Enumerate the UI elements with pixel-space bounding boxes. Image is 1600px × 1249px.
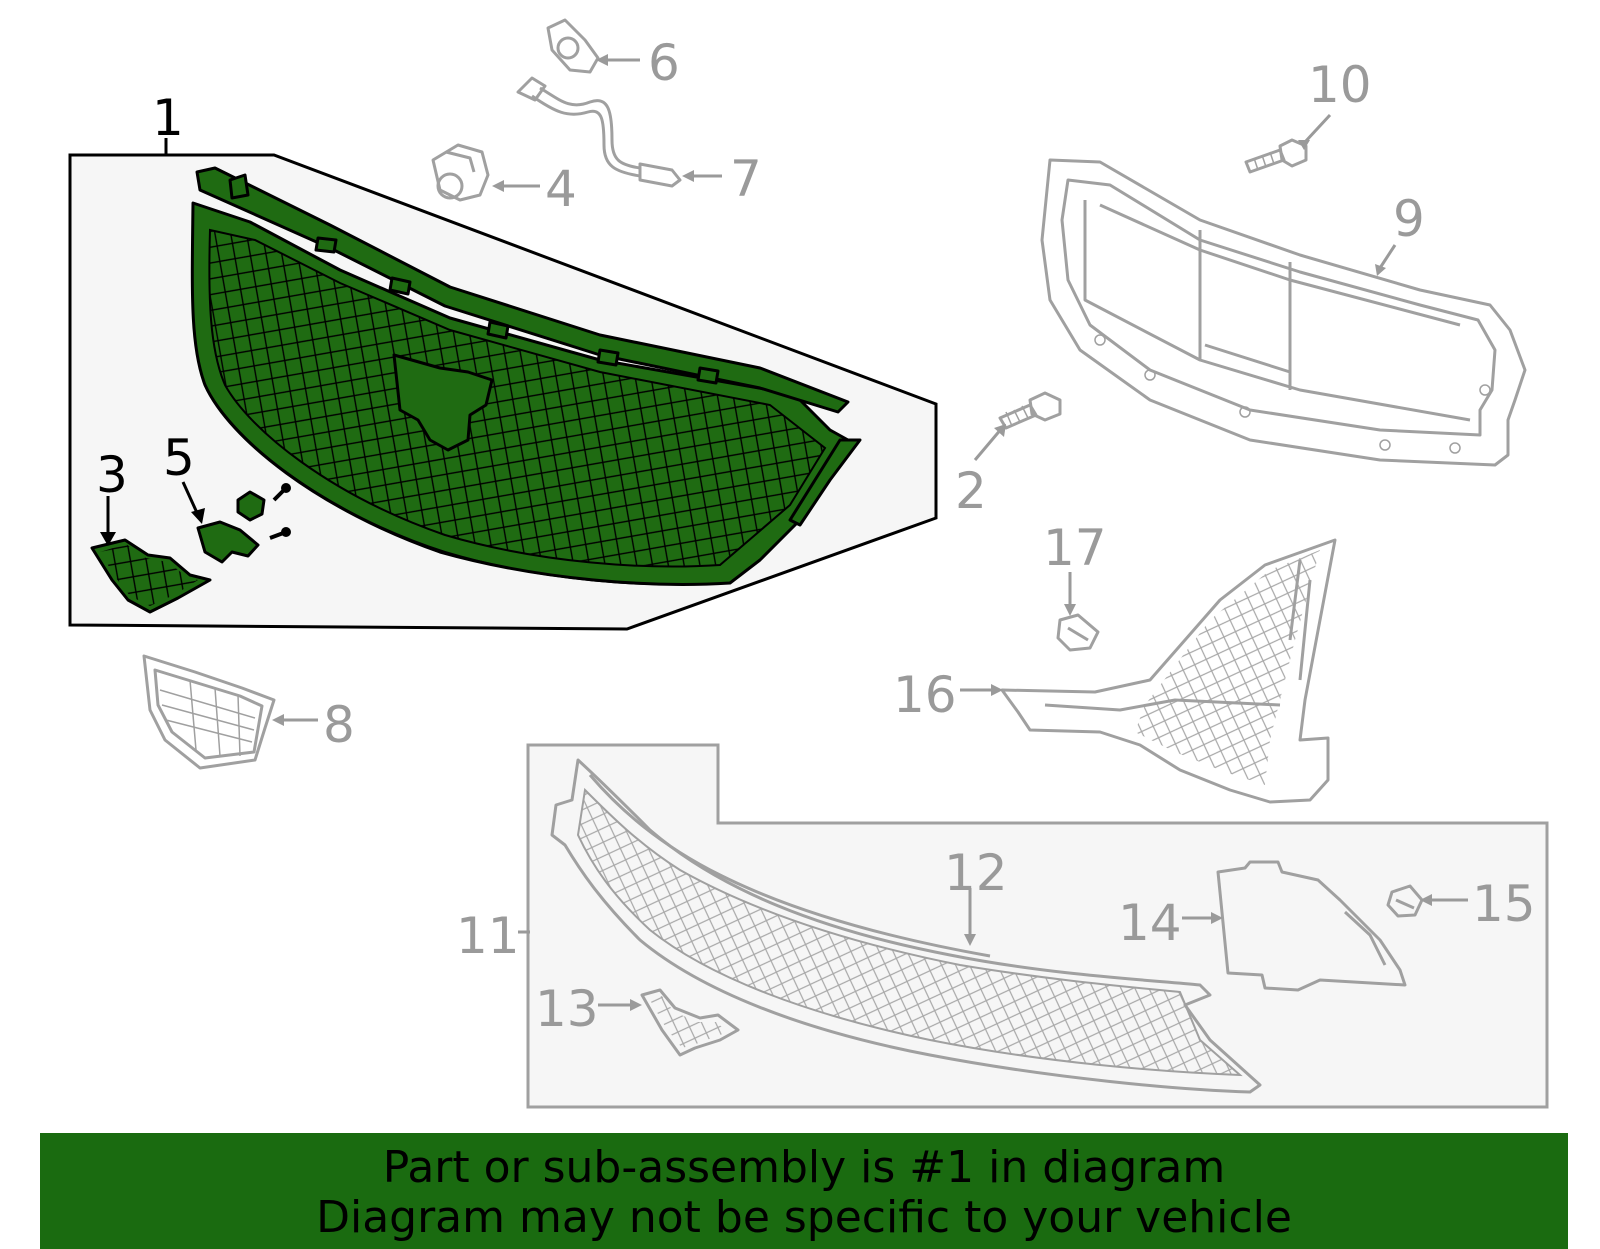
callout-8: 8: [323, 696, 355, 754]
callout-7: 7: [730, 150, 762, 208]
clip-part-15[interactable]: [1386, 884, 1424, 918]
side-grille-part-16[interactable]: [1000, 538, 1337, 804]
bracket-part-6[interactable]: [546, 18, 600, 74]
leader-2: [973, 427, 1004, 461]
callout-2: 2: [955, 462, 987, 520]
bolt-part-10[interactable]: [1244, 138, 1308, 174]
callout-13: 13: [535, 980, 599, 1038]
callout-16: 16: [893, 666, 957, 724]
callout-17: 17: [1043, 519, 1107, 577]
support-part-9[interactable]: [1040, 158, 1527, 467]
callout-11: 11: [456, 907, 520, 965]
grille-assembly-part-1[interactable]: [190, 166, 862, 586]
callout-14: 14: [1118, 894, 1182, 952]
sensor-part-5[interactable]: [196, 483, 291, 564]
callout-1: 1: [152, 89, 184, 147]
leader-9: [1378, 244, 1397, 269]
banner-line-1: Part or sub-assembly is #1 in diagram: [382, 1142, 1226, 1193]
callout-10: 10: [1308, 56, 1372, 114]
callout-9: 9: [1393, 190, 1425, 248]
callout-5: 5: [163, 429, 195, 487]
callout-4: 4: [545, 160, 577, 218]
cover-part-14[interactable]: [1216, 860, 1407, 992]
bolt-part-2[interactable]: [998, 391, 1062, 430]
leader-10: [1303, 113, 1332, 144]
lower-grille-part-12[interactable]: [550, 758, 1262, 1094]
info-banner: Part or sub-assembly is #1 in diagram Di…: [40, 1133, 1568, 1249]
callout-12: 12: [944, 844, 1008, 902]
banner-line-2: Diagram may not be specific to your vehi…: [316, 1192, 1292, 1243]
bracket-part-13[interactable]: [640, 988, 740, 1057]
sensor-part-4[interactable]: [431, 143, 490, 202]
emblem-part-8[interactable]: [142, 654, 276, 770]
callout-6: 6: [648, 34, 680, 92]
leader-5: [181, 481, 200, 516]
harness-part-7[interactable]: [516, 76, 682, 188]
callout-15: 15: [1472, 875, 1536, 933]
clip-part-17[interactable]: [1056, 613, 1100, 652]
bracket-part-3[interactable]: [90, 538, 212, 614]
callout-3: 3: [96, 446, 128, 504]
